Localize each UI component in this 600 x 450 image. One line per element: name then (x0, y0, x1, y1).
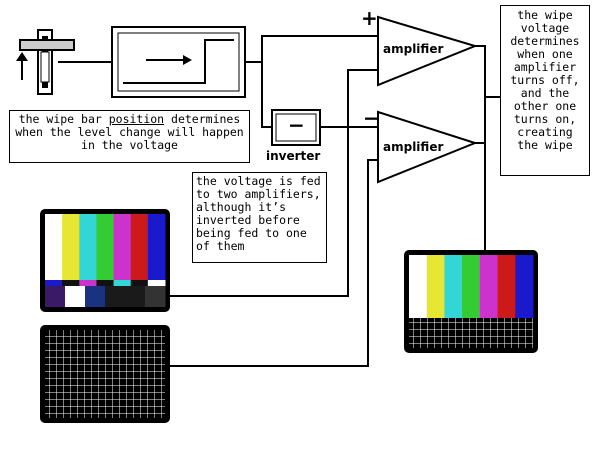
note-wipe-bar-text-a: the wipe bar (18, 112, 109, 126)
output-color-bar (497, 255, 516, 318)
wire-ramp-to-inverter (261, 62, 272, 128)
minus-sign: − (363, 106, 380, 130)
pluge-bar (105, 286, 126, 307)
level-change-box (111, 26, 246, 98)
output-color-bar (462, 255, 481, 318)
output-color-bar (426, 255, 445, 318)
amplifier-top (377, 15, 479, 87)
pluge-bar (125, 286, 146, 307)
plus-sign: + (361, 6, 378, 30)
output-color-bar (479, 255, 499, 318)
note-wipe-bar-emphasis: position (108, 112, 165, 126)
color-bar (79, 214, 97, 280)
note-wipe-bar-text-b: determines when the level change will ha… (15, 112, 244, 152)
color-bar (62, 214, 80, 280)
wires (58, 35, 500, 367)
castellation-bar (113, 280, 132, 286)
inverter-box (271, 109, 321, 146)
color-bar (45, 214, 63, 280)
castellation-bar (96, 280, 115, 286)
wipe-bar-fader[interactable] (16, 29, 75, 95)
color-bar (147, 214, 166, 280)
note-wipe-voltage: the wipe voltage determines when one amp… (500, 5, 590, 176)
note-voltage-fed: the voltage is fed to two amplifiers, al… (192, 172, 327, 263)
output-color-bar (515, 255, 534, 318)
pluge-bar (145, 286, 166, 307)
pluge-bar (85, 286, 106, 307)
color-bars-monitor (40, 209, 170, 312)
castellation-bar (45, 280, 63, 286)
color-bar (113, 214, 132, 280)
wire-amp-outputs (475, 45, 500, 250)
inverter-label: inverter (266, 149, 321, 163)
amplifier-top-label: amplifier (383, 42, 444, 56)
output-color-bar (444, 255, 463, 318)
amplifier-bottom (377, 110, 478, 184)
castellation-bar (147, 280, 166, 286)
wire-colorbars-to-amp-top (170, 69, 378, 297)
castellation-bar (79, 280, 97, 286)
up-arrow-icon (16, 52, 28, 61)
castellation-bar (62, 280, 80, 286)
pluge-bar (65, 286, 86, 307)
step-waveform (123, 39, 234, 84)
grid-monitor (40, 325, 170, 423)
color-bar (130, 214, 149, 280)
amplifier-bottom-label: amplifier (383, 140, 444, 154)
castellation-bar (130, 280, 149, 286)
pluge-bar (45, 286, 66, 307)
wire-grid-to-amp-bottom (170, 159, 378, 367)
inverter-symbol: − (288, 113, 305, 137)
fader-handle[interactable] (19, 39, 75, 51)
note-wipe-bar: the wipe bar position determines when th… (9, 110, 250, 163)
wire-ramp-to-amp-top (245, 35, 378, 63)
output-wipe-monitor (404, 250, 538, 353)
output-color-bar (409, 255, 428, 318)
color-bar (96, 214, 115, 280)
